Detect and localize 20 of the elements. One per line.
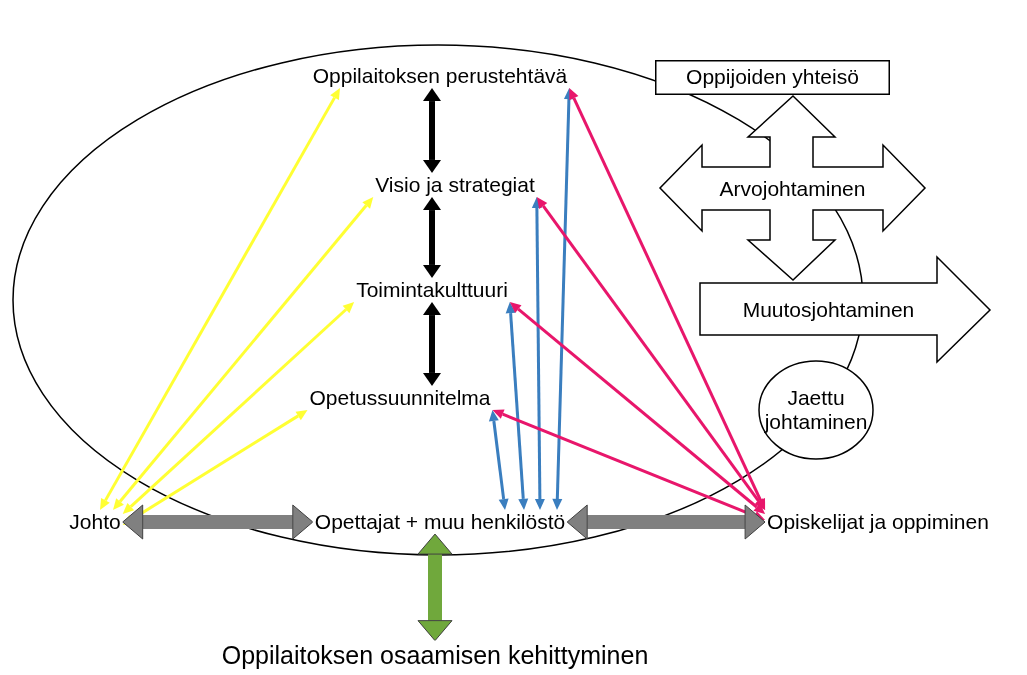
right-arrow-shape: Muutosjohtaminen (698, 255, 993, 365)
double-arrow (488, 410, 509, 510)
double-arrow (492, 409, 766, 521)
double-arrow (536, 197, 766, 510)
double-arrow (531, 197, 545, 510)
double-arrow (505, 302, 529, 510)
thick-double-arrow (417, 533, 453, 642)
double-arrow (122, 410, 308, 525)
double-arrow (122, 302, 355, 514)
double-arrow (569, 88, 766, 510)
thick-double-arrow (566, 504, 766, 540)
double-arrow (113, 197, 374, 510)
thick-double-arrow (423, 302, 441, 386)
ellipse-node: Jaettu johtaminen (758, 360, 874, 460)
text-box: Oppijoiden yhteisö (655, 60, 890, 95)
double-arrow (100, 88, 340, 510)
thick-double-arrow (423, 88, 441, 173)
thick-double-arrow (423, 197, 441, 278)
double-arrow (509, 302, 766, 514)
thick-double-arrow (122, 504, 314, 540)
